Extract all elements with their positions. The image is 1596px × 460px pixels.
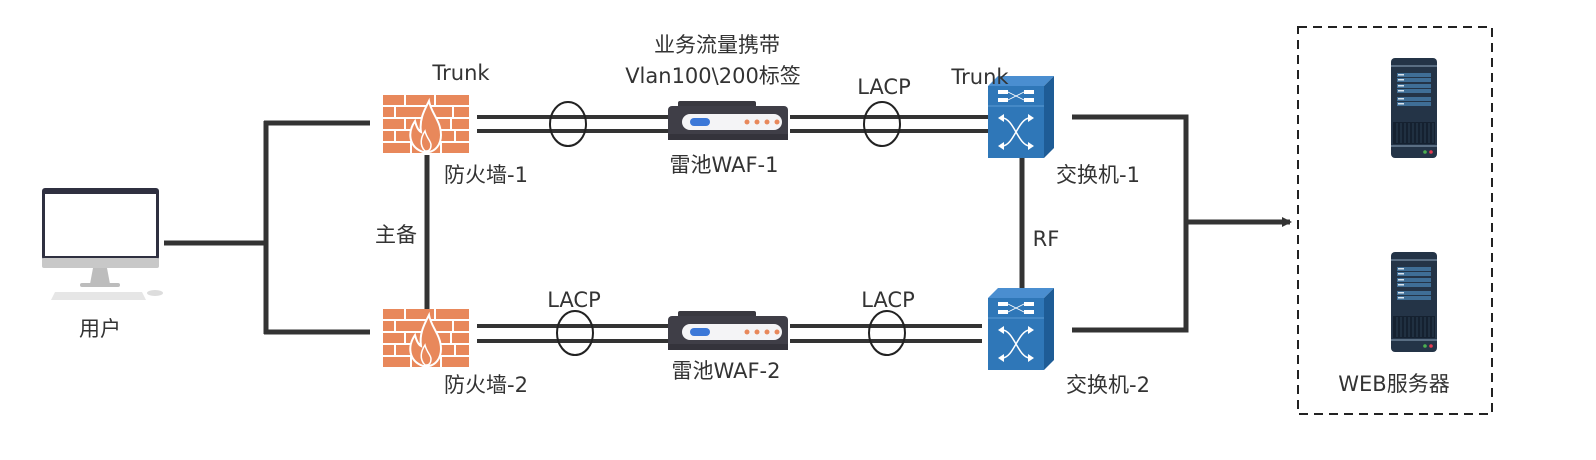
- waf-2-node[interactable]: 雷池WAF-2: [668, 311, 788, 383]
- lacp-label-waf1-sw1: LACP: [857, 75, 911, 99]
- server-group-boundary: [1297, 26, 1493, 415]
- lacp-bundle-waf2-sw2: [868, 310, 906, 356]
- switch-icon: [988, 288, 1054, 370]
- switch-stack-label: RF: [1033, 227, 1060, 251]
- lacp-bundle-fw1-waf1: [549, 101, 587, 147]
- lacp-bundle-waf1-sw1: [863, 101, 901, 147]
- firewall-1-trunk-label: Trunk: [431, 61, 490, 85]
- desktop-computer-icon: [42, 188, 163, 300]
- firewall-2-label: 防火墙-2: [444, 373, 528, 397]
- server-icon: [1391, 252, 1437, 352]
- connections: [164, 101, 1292, 356]
- switch-1-label: 交换机-1: [1056, 163, 1140, 187]
- user-node[interactable]: 用户: [42, 188, 163, 341]
- firewall-2-node[interactable]: 防火墙-2: [383, 309, 528, 397]
- user-label: 用户: [79, 317, 121, 341]
- web-servers-label: WEB服务器: [1338, 372, 1449, 396]
- firewall-1-node[interactable]: Trunk 防火墙-1: [383, 61, 528, 187]
- switch-icon: [988, 76, 1054, 158]
- lacp-label-waf2-sw2: LACP: [861, 288, 915, 312]
- lacp-label-fw2-waf2: LACP: [547, 288, 601, 312]
- firewall-1-label: 防火墙-1: [444, 163, 528, 187]
- waf-1-label: 雷池WAF-1: [670, 153, 779, 177]
- lacp-bundle-fw2-waf2: [556, 310, 594, 356]
- firewall-ha-label: 主备: [375, 223, 417, 247]
- switch-2-node[interactable]: 交换机-2: [988, 288, 1150, 397]
- waf-2-label: 雷池WAF-2: [672, 359, 781, 383]
- link-sw2-servers: [1072, 219, 1189, 333]
- waf-1-node[interactable]: 业务流量携带 Vlan100\200标签 雷池WAF-1: [625, 33, 801, 177]
- firewall-icon: [383, 309, 469, 367]
- waf-appliance-icon: [668, 311, 788, 350]
- waf-appliance-icon: [668, 101, 788, 140]
- link-sw1-servers: [1072, 114, 1189, 225]
- switch-1-node[interactable]: Trunk 交换机-1: [950, 65, 1140, 187]
- waf-1-annotation-line2: Vlan100\200标签: [625, 64, 801, 88]
- firewall-icon: [383, 95, 469, 153]
- switch-1-trunk-label: Trunk: [950, 65, 1009, 89]
- waf-1-annotation-line1: 业务流量携带: [654, 33, 780, 57]
- switch-2-label: 交换机-2: [1066, 373, 1150, 397]
- web-server-group[interactable]: WEB服务器: [1297, 26, 1493, 415]
- server-icon: [1391, 58, 1437, 158]
